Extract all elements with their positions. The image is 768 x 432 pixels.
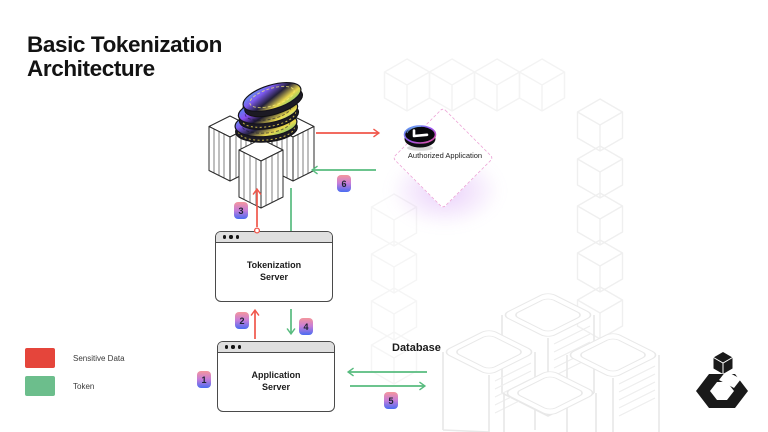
- token-swatch-icon: [25, 376, 55, 396]
- legend: Sensitive Data Token: [25, 348, 125, 396]
- flow-badge-6: 6: [337, 175, 351, 192]
- title-line-1: Basic Tokenization: [27, 32, 222, 57]
- flow-badge-4: 4: [299, 318, 313, 335]
- tokenization-server-label: Tokenization Server: [246, 259, 302, 282]
- window-dot-icon: [235, 235, 240, 239]
- page-title: Basic Tokenization Architecture: [27, 33, 222, 81]
- sensitive-data-swatch-icon: [25, 348, 55, 368]
- window-titlebar: [216, 232, 332, 243]
- flow-badge-5: 5: [384, 392, 398, 409]
- company-logo-icon: [696, 352, 748, 408]
- token-vault-icon: [208, 81, 315, 209]
- window-dot-icon: [231, 345, 235, 349]
- holographic-coins-icon: [234, 81, 304, 143]
- window-dot-icon: [225, 345, 229, 349]
- flow-badge-1: 1: [197, 371, 211, 388]
- legend-label: Sensitive Data: [73, 353, 125, 363]
- application-server-node: Application Server: [217, 341, 335, 412]
- background-cubes-right-column: [576, 98, 624, 340]
- legend-item-token: Token: [25, 376, 125, 396]
- window-dot-icon: [223, 235, 227, 239]
- flow-badge-3: 3: [234, 202, 248, 219]
- application-server-label: Application Server: [251, 369, 301, 392]
- flow-badge-2: 2: [235, 312, 249, 329]
- title-line-2: Architecture: [27, 55, 155, 81]
- window-dot-icon: [229, 235, 233, 239]
- database-buildings-icon: [442, 293, 660, 432]
- authorized-application-label: Authorized Application: [407, 151, 483, 160]
- legend-label: Token: [73, 381, 95, 391]
- legend-item-sensitive-data: Sensitive Data: [25, 348, 125, 368]
- window-titlebar: [218, 342, 334, 353]
- window-dot-icon: [237, 345, 242, 349]
- tokenization-server-node: Tokenization Server: [215, 231, 333, 302]
- background-cubes-top-row: [383, 58, 566, 112]
- database-label: Database: [392, 342, 441, 354]
- authorized-application-icon: [403, 125, 437, 151]
